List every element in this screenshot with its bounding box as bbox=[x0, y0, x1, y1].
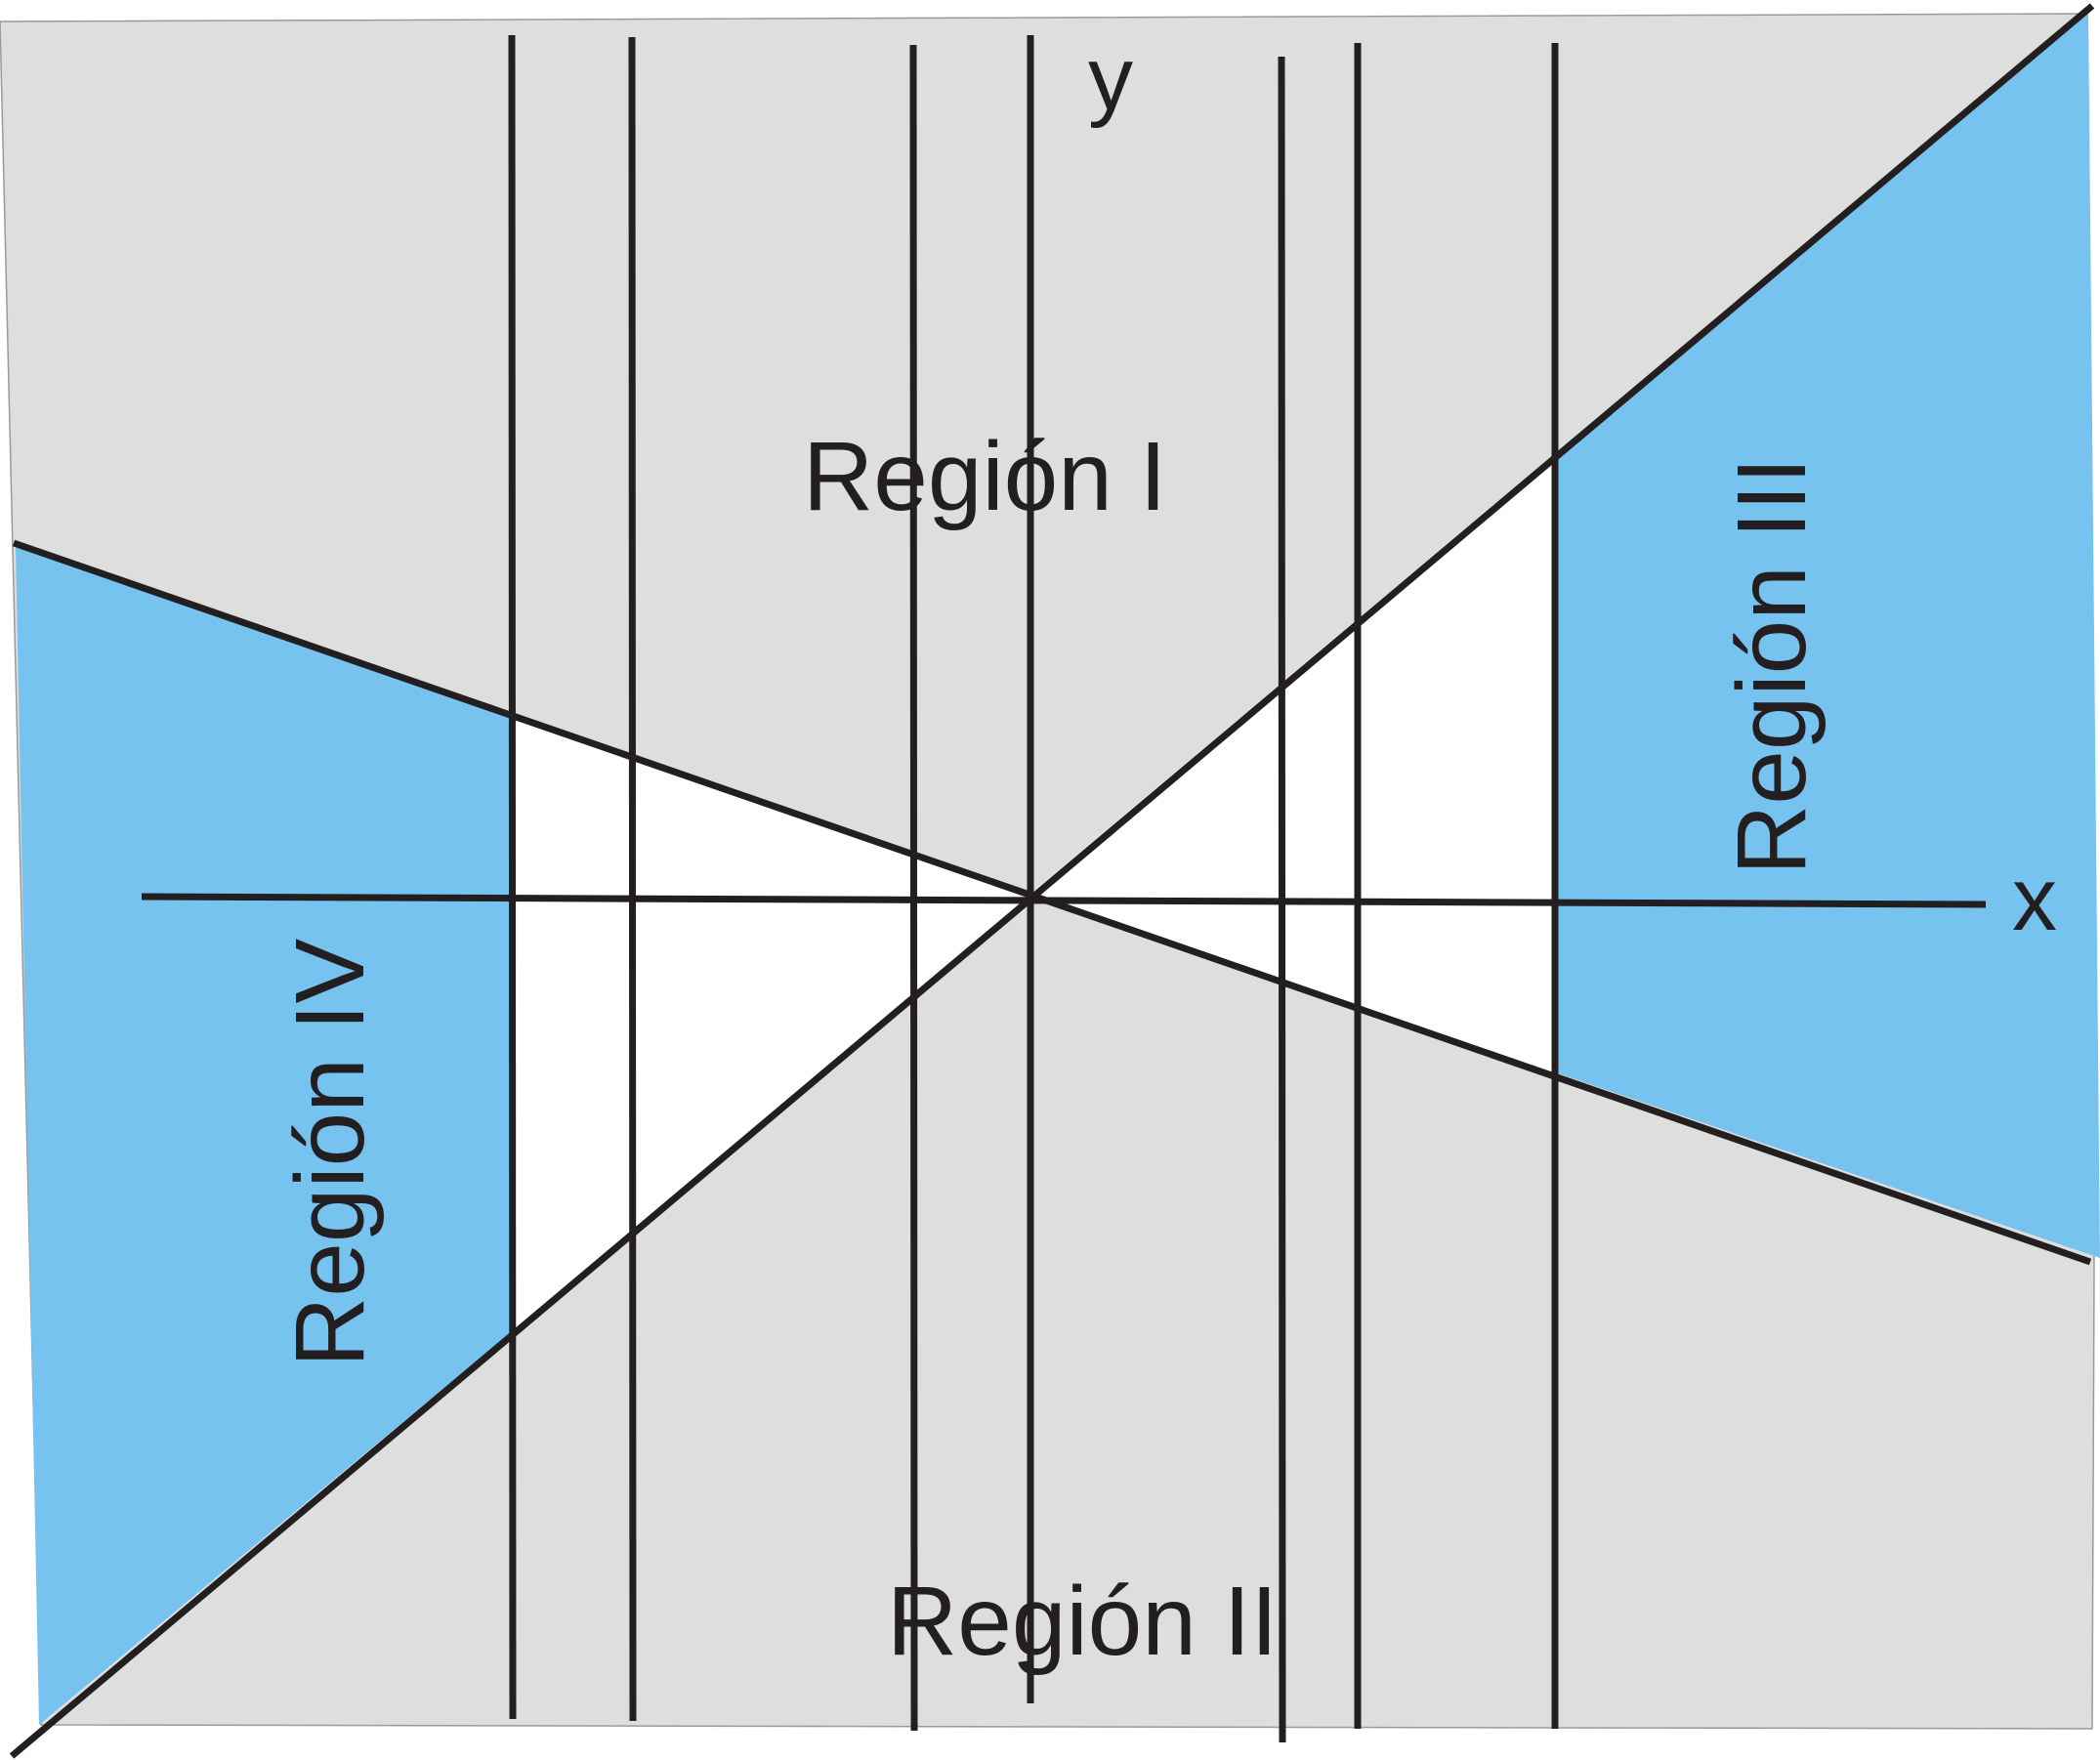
region-3-label: Región III bbox=[1717, 457, 1827, 875]
diagonal-line-rising bbox=[9, 3, 2095, 1759]
central-region-right bbox=[1029, 453, 1555, 1072]
x-axis-label: x bbox=[2012, 850, 2057, 949]
vertical-line-3 bbox=[909, 44, 918, 1732]
x-axis bbox=[141, 893, 1987, 908]
diagonal-line-falling bbox=[12, 539, 2092, 1266]
region-4-area bbox=[16, 547, 511, 1725]
region-2-label: Región II bbox=[887, 1567, 1278, 1676]
vertical-line-1 bbox=[508, 34, 517, 1720]
region-3-area bbox=[1555, 8, 2100, 1258]
central-region-left bbox=[511, 717, 1029, 1332]
region-1-label: Región I bbox=[803, 422, 1166, 531]
region-4-label: Región IV bbox=[275, 939, 385, 1367]
vertical-line-2 bbox=[628, 36, 637, 1722]
y-axis-label: y bbox=[1088, 29, 1133, 129]
